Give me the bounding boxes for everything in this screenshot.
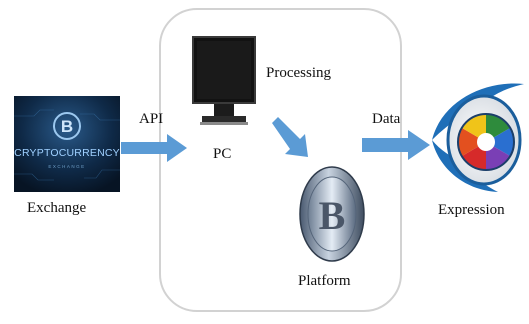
platform-coin-icon: B <box>299 166 365 262</box>
exchange-image-text: CRYPTOCURRENCY <box>14 147 120 159</box>
exchange-image-subtext: EXCHANGE <box>48 164 85 169</box>
eye-expression-icon <box>432 83 524 192</box>
platform-label: Platform <box>298 273 351 289</box>
exchange-label: Exchange <box>27 200 87 216</box>
pc-label: PC <box>213 146 232 162</box>
exchange-symbol-text: B <box>61 117 73 136</box>
exchange-node: B CRYPTOCURRENCY EXCHANGE <box>14 96 120 192</box>
pc-to-platform-arrow <box>272 117 308 157</box>
api-arrow <box>121 134 187 162</box>
pc-monitor-icon <box>192 36 256 125</box>
data-arrow <box>362 130 430 160</box>
api-label: API <box>139 111 164 127</box>
expression-label: Expression <box>438 202 505 218</box>
cryptocurrency-exchange-image: B CRYPTOCURRENCY EXCHANGE <box>14 96 120 192</box>
processing-label: Processing <box>266 65 331 81</box>
data-label: Data <box>372 111 401 127</box>
platform-symbol-text: B <box>319 193 346 238</box>
